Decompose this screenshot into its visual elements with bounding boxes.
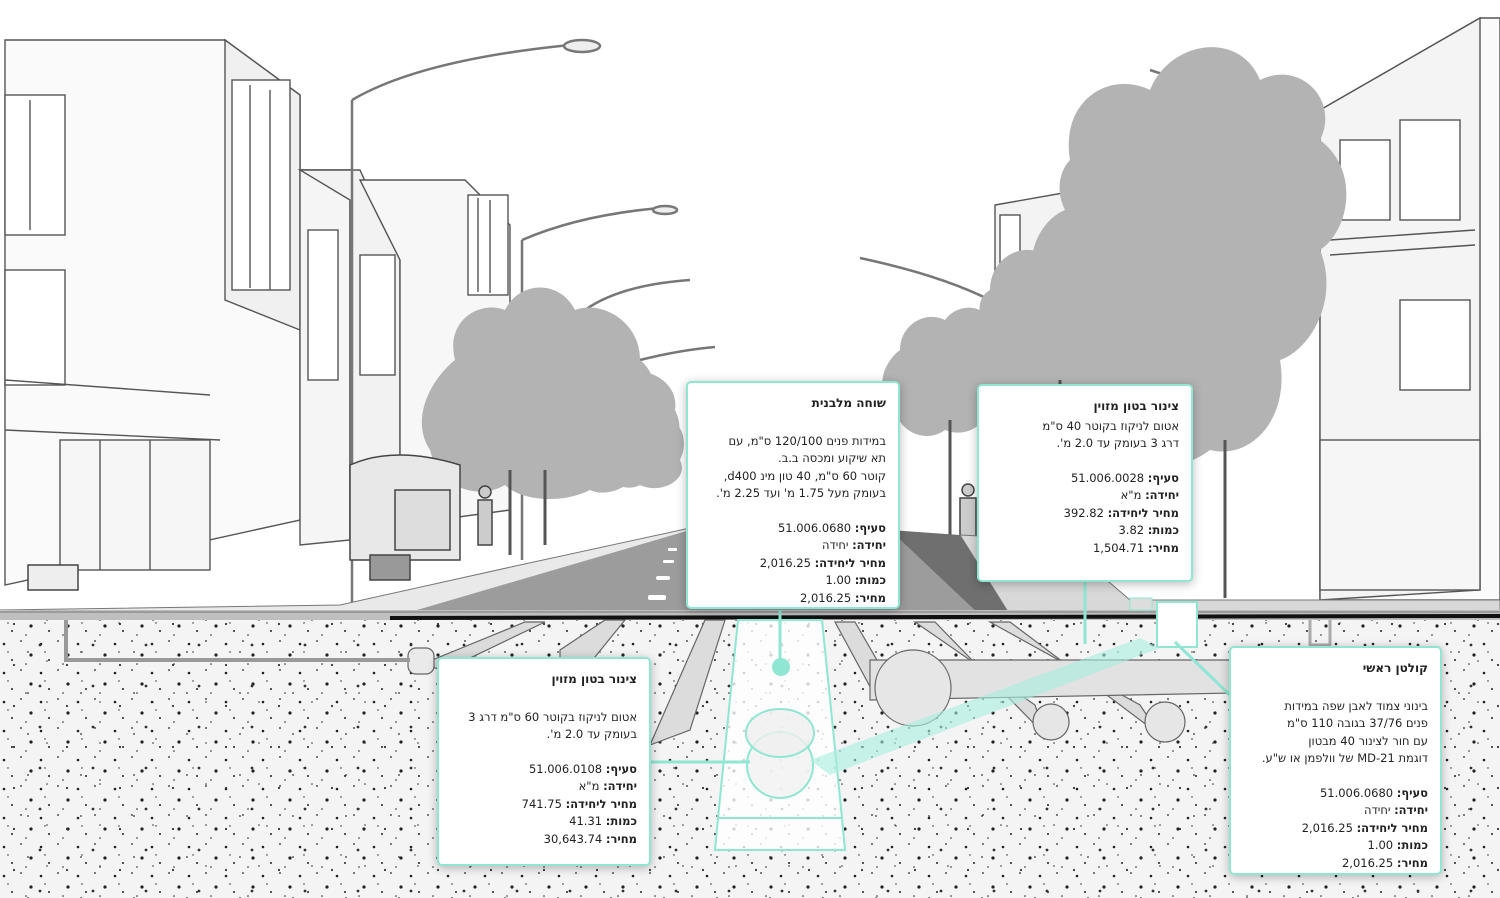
- callout-main-inlet: קולטן ראשי בינוני צמוד לאבן שפה במידות פ…: [1229, 646, 1442, 875]
- callout-desc-line: אטום לניקוז בקוטר 40 ס"מ: [1042, 418, 1179, 433]
- lane-markings: [648, 548, 677, 600]
- bike-lane: [890, 530, 1010, 615]
- field-unit-price: מחיר ליחידה: 741.75: [521, 796, 637, 811]
- callout-brick-manhole: שוחה מלבנית במידות פנים 120/100 ס"מ, עם …: [686, 381, 900, 609]
- field-quantity: כמות: 3.82: [1118, 523, 1179, 537]
- callout-title: צינור בטון מזוין: [551, 672, 637, 686]
- callout-description: אטום לניקוז בקוטר 40 ס"מ דרג 3 בעומק עד …: [991, 418, 1179, 453]
- callout-desc-line: אטום לניקוז בקוטר 60 ס"מ דרג 3: [468, 709, 637, 724]
- callout-title: קולטן ראשי: [1362, 661, 1428, 675]
- inlet-box: [1156, 601, 1198, 648]
- callout-description: במידות פנים 120/100 ס"מ, עם תא שיקוע ומכ…: [700, 433, 886, 503]
- field-quantity: כמות: 41.31: [569, 814, 637, 828]
- field-unit-price: מחיר ליחידה: 2,016.25: [1301, 820, 1428, 835]
- callout-concrete-pipe-60: צינור בטון מזוין אטום לניקוז בקוטר 60 ס"…: [437, 657, 651, 866]
- left-buildings: [4, 38, 511, 586]
- bus-stop: [27, 454, 977, 591]
- callout-title: שוחה מלבנית: [811, 396, 886, 410]
- street-trees: [421, 47, 1347, 500]
- callout-desc-line: עם חור לצינור 40 מבטון: [1308, 733, 1428, 748]
- field-price: מחיר: 2,016.25: [1341, 855, 1428, 870]
- callout-desc-line: פנים 37/76 בגובה 110 ס"מ: [1287, 716, 1428, 730]
- field-unit: יחידה: מ"א: [1120, 488, 1179, 502]
- field-unit: יחידה: יחידה: [821, 538, 886, 552]
- manhole-chamber: [713, 619, 847, 851]
- callout-desc-line: דרג 3 בעומק עד 2.0 מ'.: [1056, 436, 1180, 450]
- callout-desc-line: תא שיקוע ומכסה ב.ב.: [777, 451, 886, 465]
- field-item-code: סעיף: 51.006.0108: [528, 761, 637, 776]
- field-price: מחיר: 30,643.74: [543, 831, 637, 846]
- field-quantity: כמות: 1.00: [825, 573, 886, 587]
- callout-description: אטום לניקוז בקוטר 60 ס"מ דרג 3 בעומק עד …: [451, 709, 637, 744]
- callout-desc-line: בינוני צמוד לאבן שפה במידות: [1284, 698, 1428, 713]
- field-unit-price: מחיר ליחידה: 392.82: [1063, 505, 1179, 520]
- callout-concrete-pipe-40: צינור בטון מזוין אטום לניקוז בקוטר 40 ס"…: [977, 384, 1193, 582]
- callout-title: צינור בטון מזוין: [1093, 399, 1179, 413]
- field-item-code: סעיף: 51.006.0028: [1070, 470, 1179, 485]
- field-unit: יחידה: יחידה: [1363, 803, 1428, 817]
- callout-description: בינוני צמוד לאבן שפה במידות פנים 37/76 ב…: [1243, 698, 1428, 768]
- callout-desc-line: קוטר 60 ס"מ, 40 טון מינ d400,: [723, 468, 886, 483]
- field-unit-price: מחיר ליחידה: 2,016.25: [759, 555, 886, 570]
- callout-leader-lines: [650, 580, 1237, 775]
- field-quantity: כמות: 1.00: [1367, 838, 1428, 852]
- callout-desc-line: בעומק מעל 1.75 מ' ועד 2.25 מ'.: [716, 486, 886, 500]
- field-price: מחיר: 2,016.25: [799, 590, 886, 605]
- callout-desc-line: בעומק עד 2.0 מ'.: [546, 727, 637, 741]
- callout-desc-line: במידות פנים 120/100 ס"מ, עם: [728, 433, 886, 448]
- road-level-line: [0, 610, 1500, 620]
- field-unit: יחידה: מ"א: [578, 779, 637, 793]
- field-item-code: סעיף: 51.006.0680: [777, 520, 886, 535]
- field-item-code: סעיף: 51.006.0680: [1319, 785, 1428, 800]
- callout-desc-line: דוגמת MD-21 של וולפמן או ש"ע.: [1261, 751, 1428, 765]
- field-price: מחיר: 1,504.71: [1092, 540, 1179, 555]
